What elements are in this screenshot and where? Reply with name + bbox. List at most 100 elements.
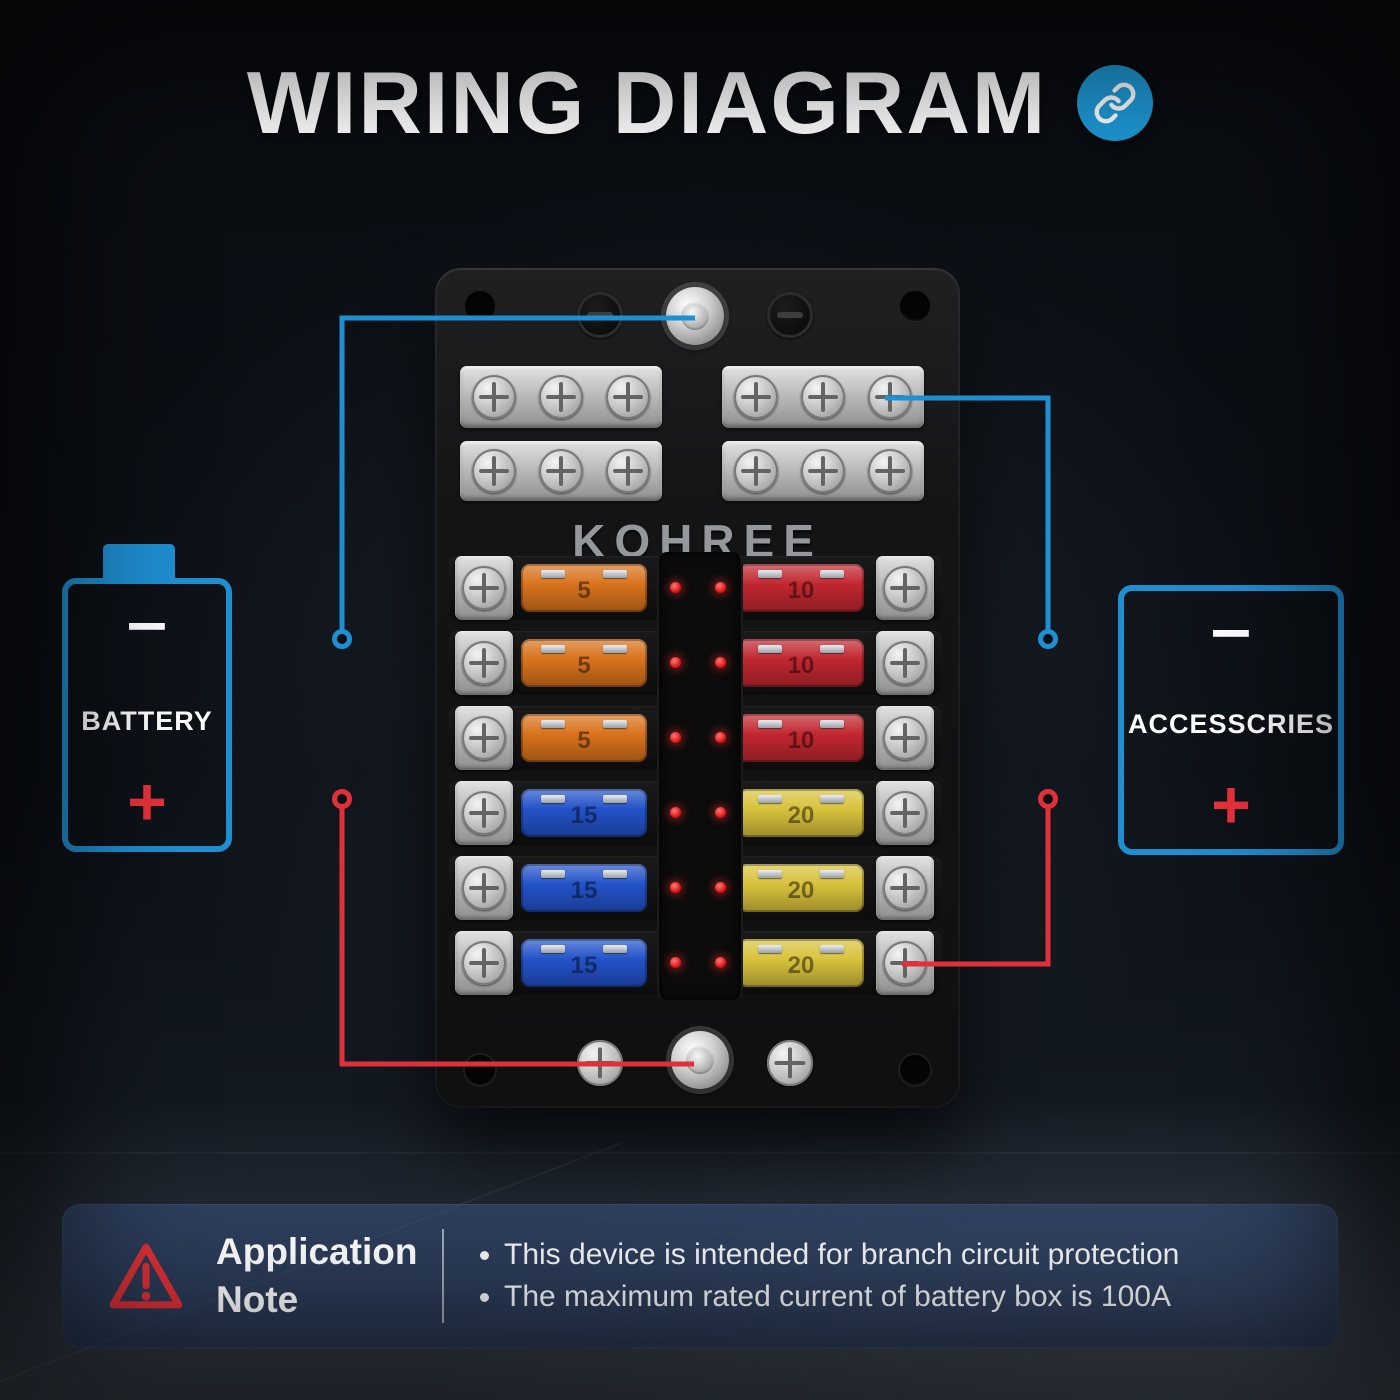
fuse-right: 10	[738, 564, 864, 612]
page-title: WIRING DIAGRAM	[246, 53, 1048, 152]
plus-sign: +	[1211, 767, 1251, 843]
screw-icon	[883, 566, 927, 610]
bus-bar	[722, 441, 924, 501]
screw-icon	[606, 449, 650, 493]
fuse-amp-label: 10	[787, 652, 815, 679]
fuse-left: 5	[521, 564, 647, 612]
accessories-label: ACCESSCRIES	[1127, 709, 1335, 739]
bus-bar	[722, 366, 924, 428]
fuse-blade	[541, 795, 565, 803]
screw-icon	[883, 941, 927, 985]
fuse-left: 5	[521, 714, 647, 762]
mounting-hole	[900, 1055, 930, 1085]
battery-icon: − BATTERY +	[62, 578, 232, 852]
fuse-blade	[758, 870, 782, 878]
led-indicator	[715, 882, 726, 893]
screw-icon	[462, 791, 506, 835]
minus-sign: −	[1210, 599, 1252, 668]
note-heading-line1: Application	[216, 1230, 418, 1272]
led-indicator	[715, 807, 726, 818]
slot	[587, 312, 613, 318]
fuse-amp-label: 15	[570, 952, 598, 979]
fuse-left: 15	[521, 939, 647, 987]
fuse-amp-label: 10	[787, 577, 815, 604]
fuse-amp-label: 15	[570, 877, 598, 904]
fuse-blade	[820, 570, 844, 578]
led-indicator	[715, 957, 726, 968]
note-bullet: This device is intended for branch circu…	[504, 1238, 1294, 1272]
screw-icon	[868, 375, 912, 419]
right-terminal	[876, 706, 934, 770]
positive-stud-terminal	[666, 287, 724, 345]
right-terminal	[876, 556, 934, 620]
minus-sign: −	[126, 592, 168, 661]
screw-icon	[472, 449, 516, 493]
fuse-block: KOHREE 5 10 5 10	[435, 268, 960, 1108]
header: WIRING DIAGRAM	[0, 52, 1400, 154]
mounting-hole	[465, 1055, 495, 1085]
mounting-hole	[900, 291, 930, 321]
screw-icon	[462, 716, 506, 760]
fuse-blade	[603, 720, 627, 728]
fuse-blade	[541, 720, 565, 728]
led-indicator	[670, 657, 681, 668]
fuse-right: 10	[738, 639, 864, 687]
fuse-right: 20	[738, 789, 864, 837]
screw-icon	[472, 375, 516, 419]
screw-icon	[801, 449, 845, 493]
led-indicator	[670, 957, 681, 968]
fuse-row: 5 10	[449, 631, 941, 695]
fuse-amp-label: 20	[787, 802, 815, 829]
screw-icon	[462, 866, 506, 910]
screw-icon	[883, 866, 927, 910]
note-heading-line2: Note	[216, 1279, 299, 1320]
fuse-left: 15	[521, 789, 647, 837]
note-heading: Application Note	[216, 1228, 418, 1324]
bus-bar	[460, 366, 662, 428]
fuse-blade	[758, 570, 782, 578]
left-terminal	[455, 856, 513, 920]
fuse-blade	[758, 720, 782, 728]
note-bullet: The maximum rated current of battery box…	[504, 1280, 1294, 1314]
fuse-right: 10	[738, 714, 864, 762]
fuse-amp-label: 20	[787, 877, 815, 904]
negative-stud-terminal	[671, 1031, 729, 1089]
screw-icon	[462, 566, 506, 610]
led-strip	[657, 552, 743, 1000]
fuse-amp-label: 5	[577, 577, 591, 604]
screw-icon	[539, 375, 583, 419]
fuse-blade	[758, 795, 782, 803]
fuse-blade	[820, 645, 844, 653]
fuse-blade	[758, 945, 782, 953]
screw-icon	[577, 1040, 623, 1086]
fuse-blade	[820, 720, 844, 728]
fuse-amp-label: 5	[577, 652, 591, 679]
left-terminal	[455, 706, 513, 770]
screw-icon	[539, 449, 583, 493]
right-terminal	[876, 931, 934, 995]
note-bullets: This device is intended for branch circu…	[474, 1230, 1294, 1322]
screw-icon	[462, 941, 506, 985]
fuse-blade	[603, 795, 627, 803]
fuse-blade	[603, 645, 627, 653]
divider	[442, 1229, 444, 1323]
application-note-banner: Application Note This device is intended…	[62, 1204, 1338, 1348]
fuse-right: 20	[738, 864, 864, 912]
slot	[777, 312, 803, 318]
fuse-blade	[820, 870, 844, 878]
led-indicator	[670, 807, 681, 818]
slotted-cap	[577, 292, 623, 338]
screw-icon	[606, 375, 650, 419]
right-terminal	[876, 631, 934, 695]
screw-icon	[734, 375, 778, 419]
fuse-amp-label: 20	[787, 952, 815, 979]
fuse-left: 15	[521, 864, 647, 912]
left-terminal	[455, 556, 513, 620]
warning-triangle-icon	[109, 1243, 183, 1309]
screw-icon	[734, 449, 778, 493]
fuse-blade	[820, 795, 844, 803]
fuse-amp-label: 5	[577, 727, 591, 754]
led-indicator	[715, 657, 726, 668]
chain-link-icon	[1077, 65, 1154, 141]
